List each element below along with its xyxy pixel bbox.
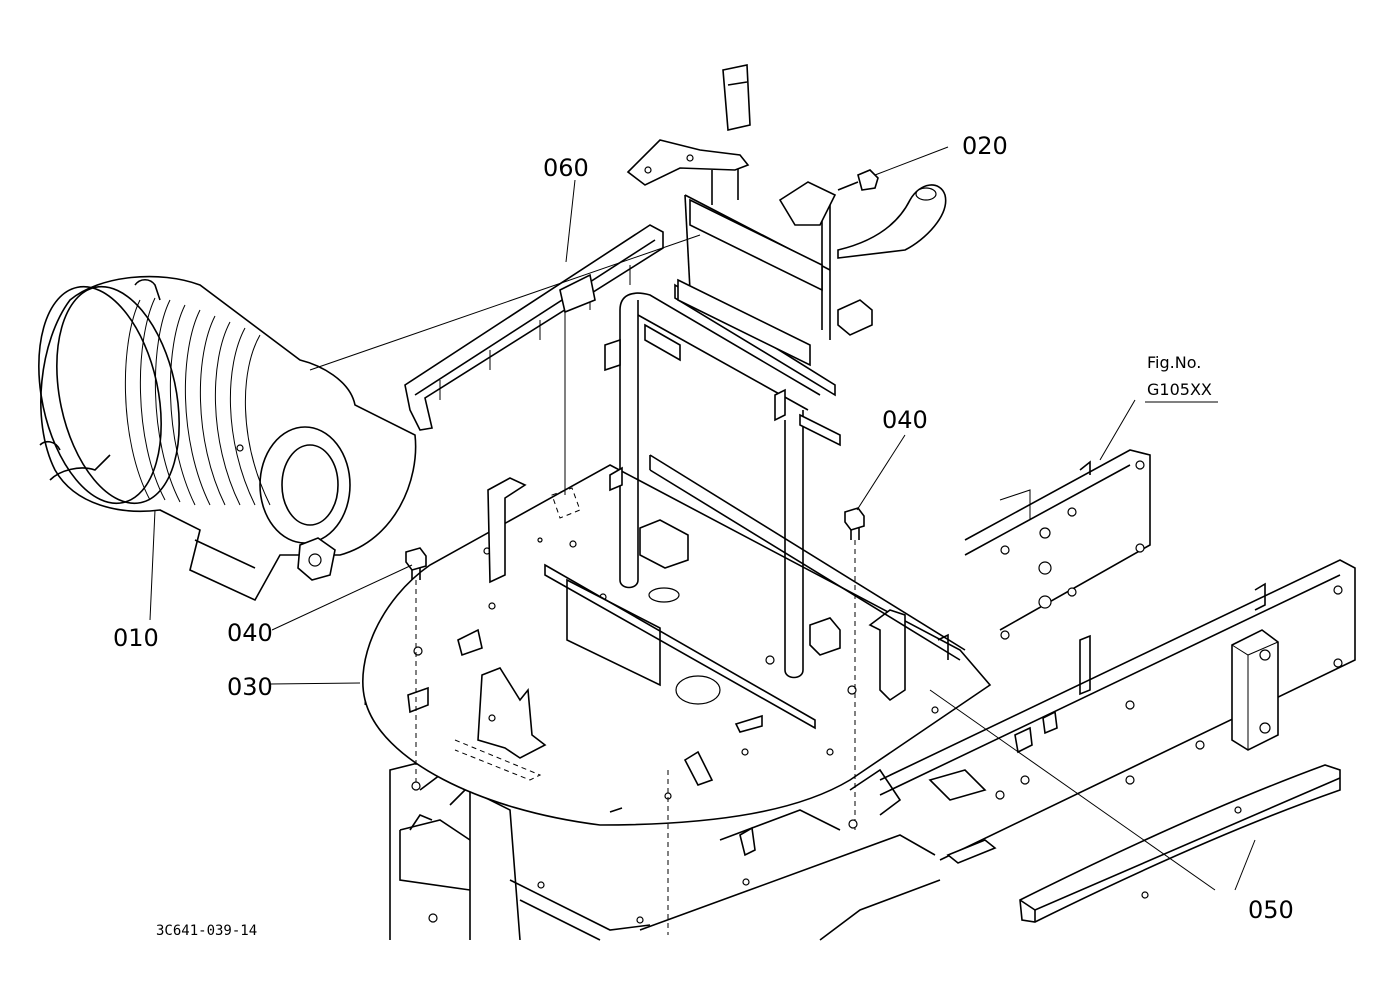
part-label-060: 060 [543,154,589,182]
drawing-number: 3C641-039-14 [156,923,257,939]
part-label-050: 050 [1248,896,1294,924]
bolt-040-right [844,507,865,830]
part-label-010: 010 [113,624,159,652]
frame-rail-assembly [879,449,1356,864]
side-rail [1019,764,1341,923]
leader-lines [149,146,1256,891]
seat-frame [604,64,966,679]
mounting-plate [362,464,992,826]
support-bracket-rail [404,224,664,495]
screw-020 [837,169,879,191]
air-cleaner [38,275,417,602]
fig-ref-label: Fig.No. [1147,353,1201,372]
part-label-040-right: 040 [882,406,928,434]
part-label-020: 020 [962,132,1008,160]
bolt-040-left [405,547,427,791]
part-label-030: 030 [227,673,273,701]
fig-ref-number: G105XX [1147,380,1212,399]
part-label-040-left: 040 [227,619,273,647]
